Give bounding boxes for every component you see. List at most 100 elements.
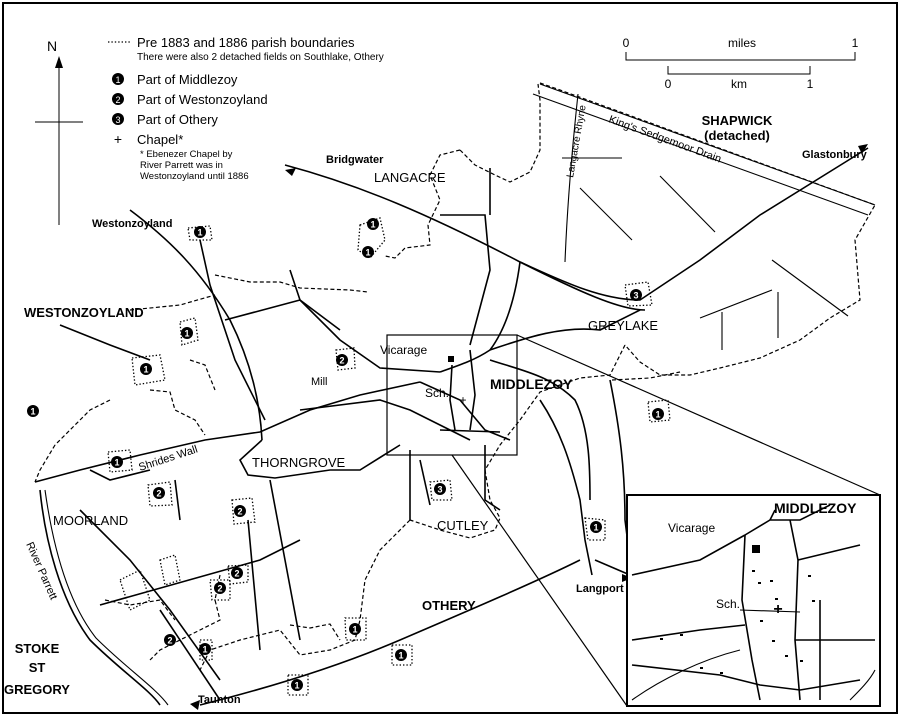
parish-marker-2	[164, 634, 176, 646]
legend-marker-2-num: 2	[115, 95, 120, 105]
parish-marker-3	[630, 289, 642, 301]
inset-label-middlezoy: MIDDLEZOY	[774, 500, 857, 516]
label-bridgwater: Bridgwater	[326, 154, 384, 166]
parish-marker-number: 1	[398, 651, 403, 661]
scale-miles-1: 1	[852, 36, 859, 50]
label-mill: Mill	[311, 376, 328, 388]
zoom-line-top	[516, 334, 881, 496]
label-taunton: Taunton	[198, 694, 241, 706]
label-shapwick-detached: (detached)	[704, 128, 770, 143]
scale-km-0: 0	[665, 77, 672, 91]
legend-part-2: Part of Westonzoyland	[137, 92, 268, 107]
label-middlezoy: MIDDLEZOY	[490, 376, 573, 392]
label-cutley: CUTLEY	[437, 518, 489, 533]
parish-marker-2	[336, 354, 348, 366]
legend-boundary-note: There were also 2 detached fields on Sou…	[137, 52, 384, 63]
parish-marker-number: 2	[217, 584, 222, 594]
parish-marker-1	[181, 327, 193, 339]
parish-marker-1	[140, 363, 152, 375]
label-langacre: LANGACRE	[374, 170, 446, 185]
parish-marker-number: 1	[365, 248, 370, 258]
parish-marker-2	[153, 487, 165, 499]
legend-boundary: Pre 1883 and 1886 parish boundaries	[137, 35, 355, 50]
parish-marker-2	[231, 567, 243, 579]
legend-chapel-note-3: Westonzoyland until 1886	[140, 171, 249, 182]
parish-marker-number: 1	[30, 407, 35, 417]
parish-marker-1	[652, 408, 664, 420]
parish-marker-number: 3	[437, 485, 442, 495]
parish-marker-1	[362, 246, 374, 258]
parish-marker-number: 3	[633, 291, 638, 301]
parish-marker-number: 1	[114, 458, 119, 468]
legend-part-3: Part of Othery	[137, 112, 218, 127]
label-westonzoyland: WESTONZOYLAND	[24, 305, 144, 320]
legend-chapel-note-1: * Ebenezer Chapel by	[140, 149, 233, 160]
inset-label-vicarage: Vicarage	[668, 521, 715, 535]
legend-chapel: Chapel*	[137, 132, 183, 147]
legend-chapel-note-2: River Parrett was in	[140, 160, 223, 171]
north-arrow: N	[35, 38, 83, 225]
roads	[34, 147, 869, 706]
parish-marker-1	[367, 218, 379, 230]
parish-marker-number: 1	[202, 645, 207, 655]
label-westonzoyland-village: Westonzoyland	[92, 218, 172, 230]
legend-marker-1	[112, 73, 124, 85]
label-shapwick: SHAPWICK	[702, 113, 773, 128]
parish-marker-1	[27, 405, 39, 417]
label-sch: Sch.	[425, 386, 449, 400]
parish-marker-number: 1	[352, 625, 357, 635]
parish-marker-1	[291, 679, 303, 691]
parish-marker-1	[590, 521, 602, 533]
parish-marker-1	[199, 643, 211, 655]
label-river-parrett: River Parrett	[23, 540, 59, 601]
inset-frame	[626, 494, 881, 707]
scale-miles-label: miles	[728, 36, 756, 50]
legend-marker-3	[112, 113, 124, 125]
label-glastonbury: Glastonbury	[802, 149, 868, 161]
label-langport: Langport	[576, 583, 624, 595]
parish-marker-3	[434, 483, 446, 495]
legend-marker-1-num: 1	[115, 75, 120, 85]
parish-marker-number: 1	[143, 365, 148, 375]
label-stoke: STOKE	[15, 641, 60, 656]
parish-marker-number: 1	[593, 523, 598, 533]
inset-label-sch: Sch.	[716, 597, 740, 611]
legend-marker-2	[112, 93, 124, 105]
label-vicarage: Vicarage	[380, 343, 427, 357]
boundaries	[34, 82, 876, 671]
scale-miles-0: 0	[623, 36, 630, 50]
label-langacre-rhyne: Langacre Rhyne	[565, 104, 589, 179]
legend-marker-3-num: 3	[115, 115, 120, 125]
legend: Pre 1883 and 1886 parish boundaries Ther…	[108, 35, 384, 182]
zoom-line-bottom	[451, 454, 628, 707]
parish-marker-number: 2	[339, 356, 344, 366]
parish-marker-number: 2	[156, 489, 161, 499]
scale-km-1: 1	[807, 77, 814, 91]
parish-marker-number: 2	[237, 507, 242, 517]
parish-marker-number: 2	[167, 636, 172, 646]
parish-marker-1	[395, 649, 407, 661]
legend-chapel-symbol: +	[114, 131, 122, 147]
parish-marker-number: 1	[370, 220, 375, 230]
scale-km-label: km	[731, 77, 747, 91]
label-thorngrove: THORNGROVE	[252, 455, 346, 470]
legend-part-1: Part of Middlezoy	[137, 72, 238, 87]
parish-marker-number: 2	[234, 569, 239, 579]
label-moorland: MOORLAND	[53, 513, 128, 528]
parish-marker-1	[111, 456, 123, 468]
label-st: ST	[29, 660, 46, 675]
parish-marker-2	[234, 505, 246, 517]
drains	[532, 83, 876, 350]
parish-marker-number: 1	[197, 228, 202, 238]
label-greylake: GREYLAKE	[588, 318, 658, 333]
parish-marker-2	[214, 582, 226, 594]
scale-bar: 0 miles 1 0 km 1	[623, 36, 859, 91]
middlezoy-chapel-mark: +	[459, 393, 466, 407]
parish-marker-1	[194, 226, 206, 238]
inset-map: + MIDDLEZOY Vicarage Sch.	[626, 494, 881, 707]
middlezoy-village: +	[439, 349, 501, 433]
inset-chapel-mark: +	[773, 601, 782, 618]
